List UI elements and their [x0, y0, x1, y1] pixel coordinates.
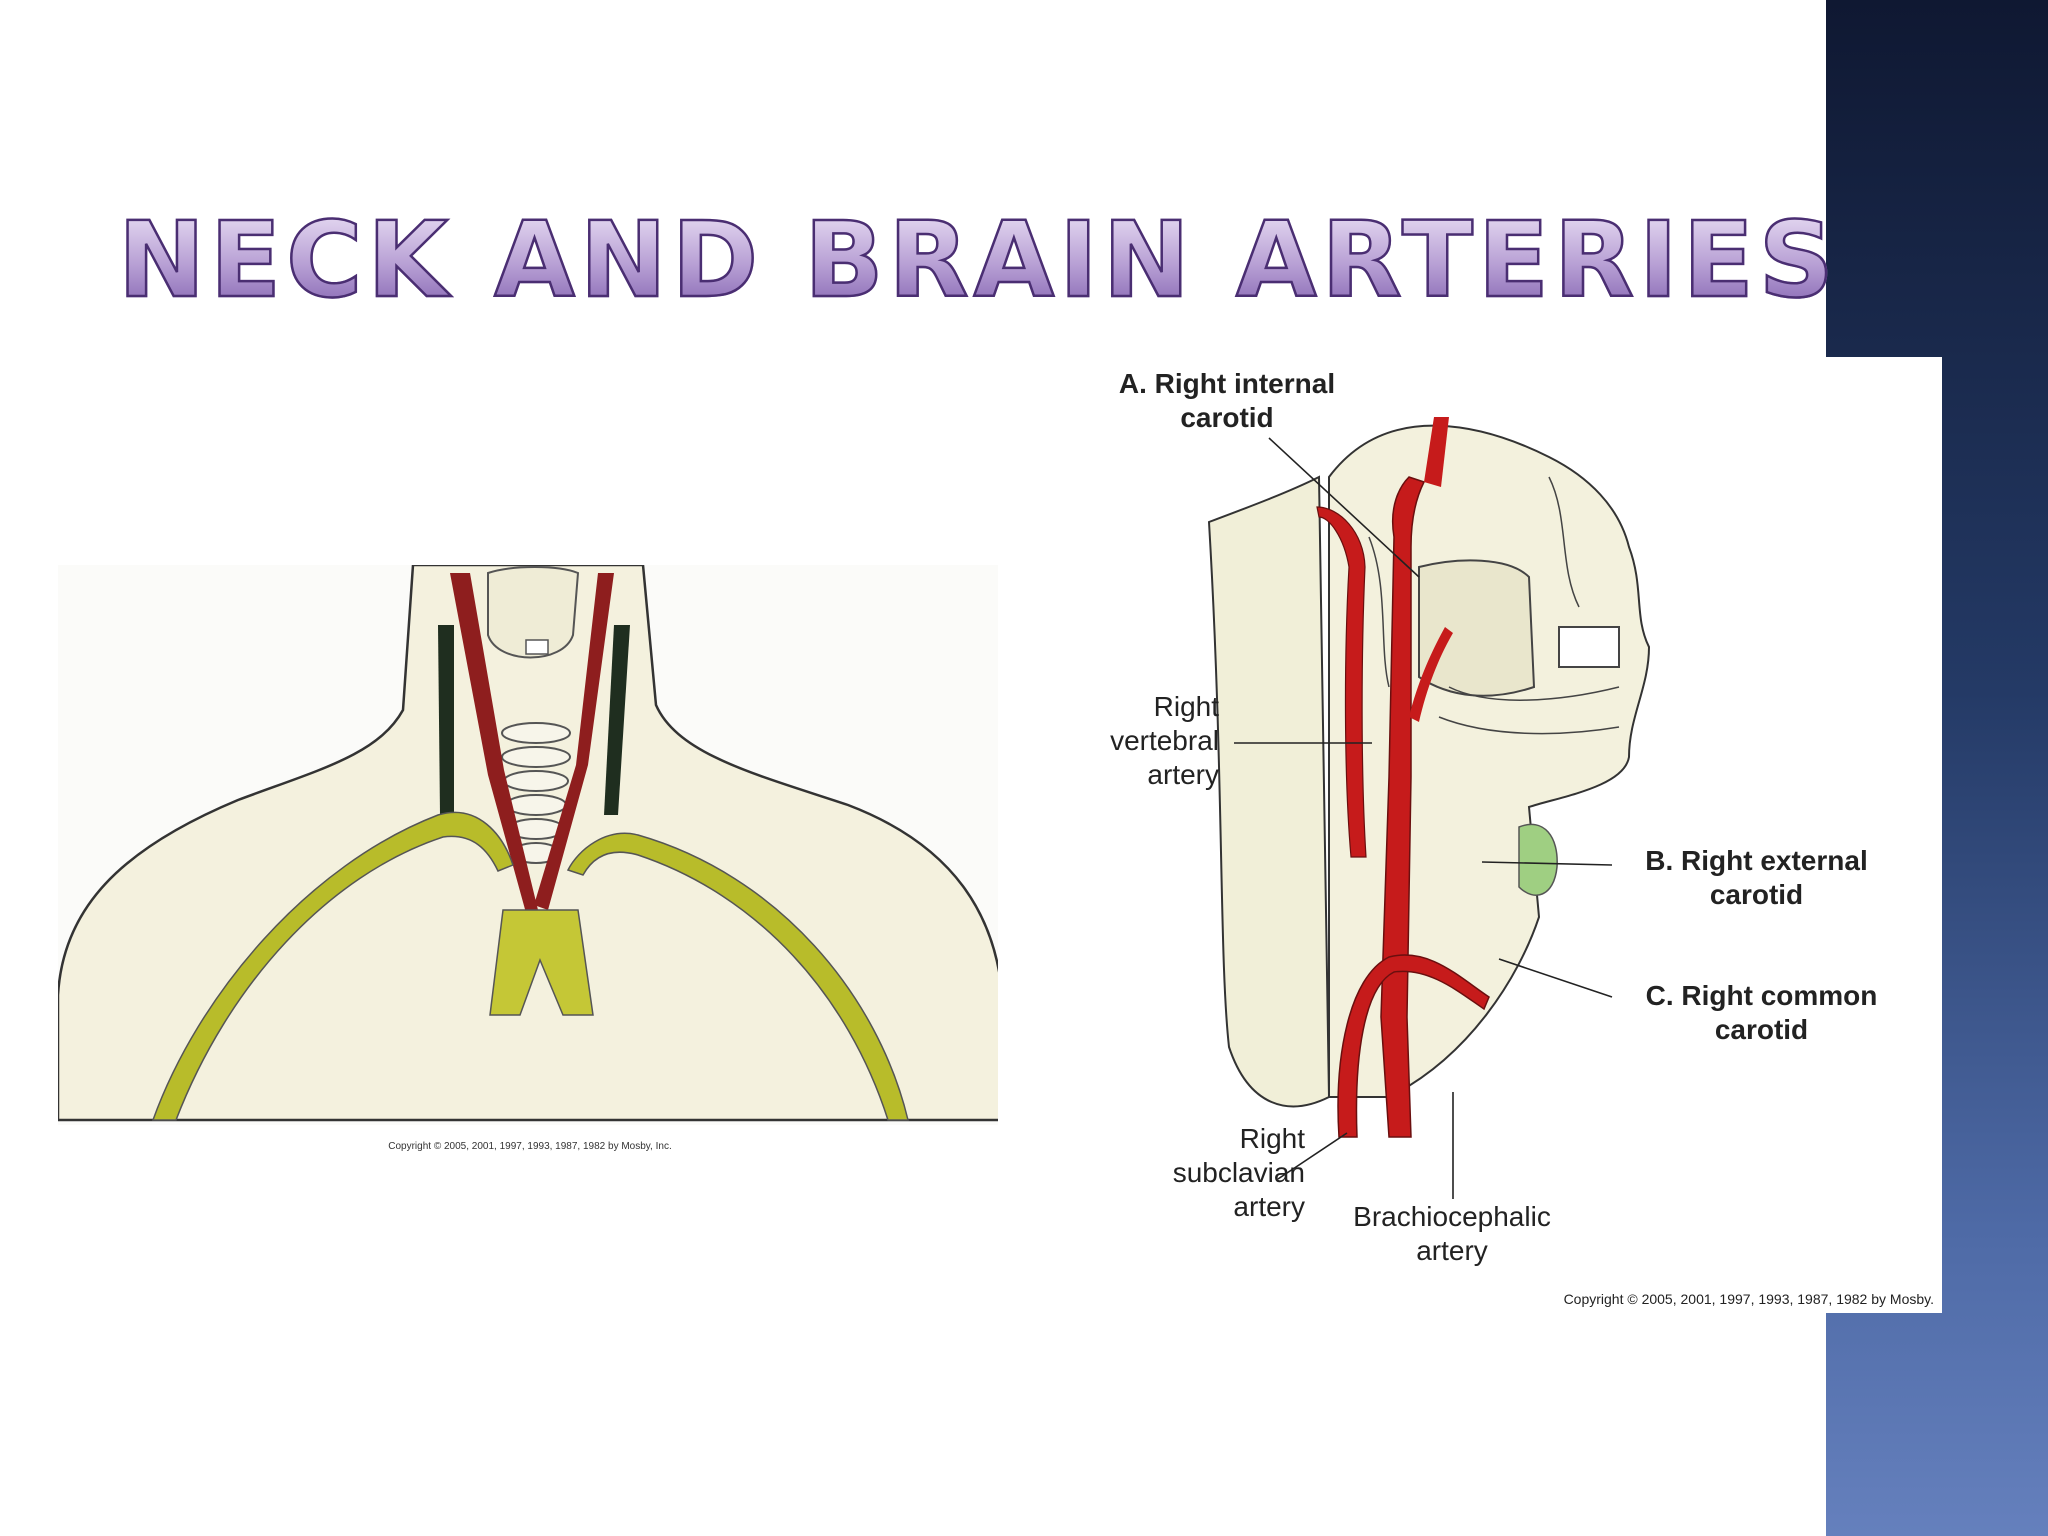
- label-brachio-line1: Brachiocephalic: [1353, 1201, 1551, 1232]
- right-copyright-note: Copyright © 2005, 2001, 1997, 1993, 1987…: [1563, 1291, 1934, 1307]
- label-vertebral-line2: vertebral: [1110, 725, 1219, 756]
- label-a-right-internal-carotid: A. Right internal carotid: [1087, 367, 1367, 435]
- label-b-line2: carotid: [1709, 879, 1804, 910]
- label-b-line1: B. Right external: [1645, 845, 1868, 876]
- head-neck-arteries-illustration: A. Right internal carotid Right vertebra…: [1089, 357, 1942, 1313]
- label-brachio-line2: artery: [1416, 1235, 1488, 1266]
- label-vertebral-line1: Right: [1153, 691, 1219, 722]
- label-right-subclavian-artery: Right subclavian artery: [1087, 1122, 1305, 1224]
- label-brachiocephalic-artery: Brachiocephalic artery: [1342, 1200, 1562, 1268]
- label-c-line2: carotid: [1714, 1014, 1809, 1045]
- label-subclavian-line2: subclavian: [1172, 1157, 1305, 1188]
- neck-chest-drawing: [58, 565, 998, 1122]
- left-copyright-note: Copyright © 2005, 2001, 1997, 1993, 1987…: [388, 1141, 672, 1152]
- label-a-line1: A. Right internal: [1118, 368, 1336, 399]
- label-right-vertebral-artery: Right vertebral artery: [1087, 690, 1219, 792]
- label-subclavian-line1: Right: [1239, 1123, 1305, 1154]
- head-neck-drawing: [1207, 417, 1651, 1199]
- label-vertebral-line3: artery: [1147, 759, 1219, 790]
- neck-chest-illustration: [58, 565, 998, 1125]
- label-c-right-common-carotid: C. Right common carotid: [1614, 979, 1909, 1047]
- slide-title: Neck and Brain Arteries: [117, 199, 1839, 321]
- label-b-right-external-carotid: B. Right external carotid: [1614, 844, 1899, 912]
- label-a-line2: carotid: [1180, 402, 1274, 433]
- label-subclavian-line3: artery: [1233, 1191, 1305, 1222]
- label-c-line1: C. Right common: [1645, 980, 1878, 1011]
